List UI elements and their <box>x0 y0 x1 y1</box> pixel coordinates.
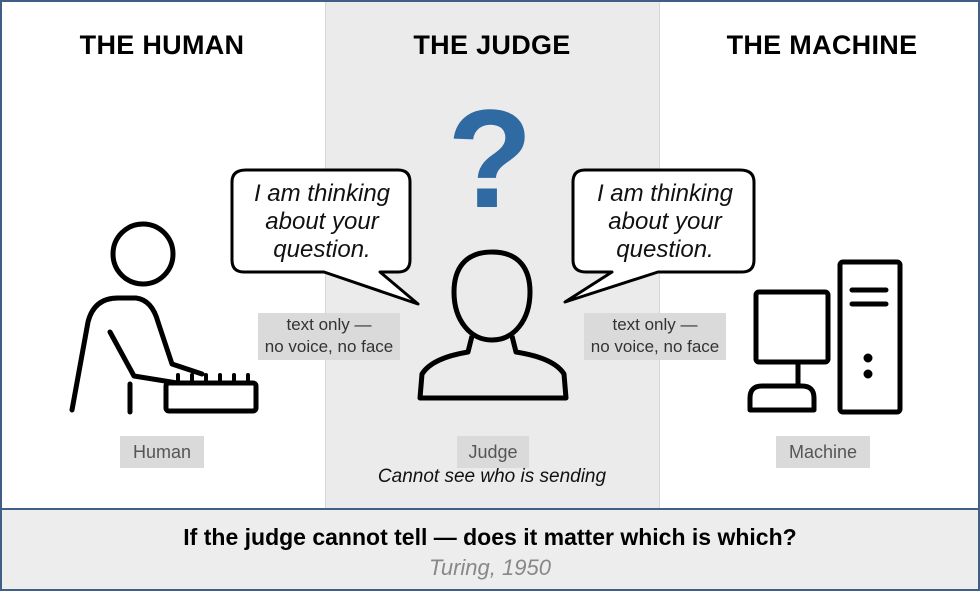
heading-human: THE HUMAN <box>79 30 245 60</box>
bubble-right-line2: about your <box>608 208 722 235</box>
label-human: Human <box>120 436 204 468</box>
bubble-left-line2: about your <box>265 208 379 235</box>
bubble-left-line1: I am thinking <box>253 180 391 207</box>
channel-tag-left-line1: text only — <box>286 315 372 334</box>
label-machine: Machine <box>776 436 870 468</box>
heading-machine: THE MACHINE <box>726 30 918 60</box>
human-at-keyboard-icon <box>69 221 259 415</box>
diagram-artwork: ? <box>69 80 903 415</box>
bubble-left-line3: question. <box>273 236 371 263</box>
channel-tag-right-line1: text only — <box>612 315 698 334</box>
channel-tag-left-line2: no voice, no face <box>264 337 394 356</box>
footer-citation: Turing, 1950 <box>429 555 551 580</box>
channel-tag-left: text only — no voice, no face <box>258 313 400 360</box>
bubble-right-text: I am thinking about your question. <box>575 180 755 264</box>
footer-question: If the judge cannot tell — does it matte… <box>183 524 797 550</box>
bubble-left-text: I am thinking about your question. <box>234 180 410 264</box>
speech-bubble-right <box>563 168 756 304</box>
bubble-right-line1: I am thinking <box>596 180 734 207</box>
label-judge: Judge <box>457 436 529 468</box>
judge-silhouette-icon <box>417 249 569 401</box>
question-mark-icon: ? <box>447 80 533 237</box>
bubble-right-line3: question. <box>616 236 714 263</box>
judge-caption: Cannot see who is sending <box>377 466 607 487</box>
channel-tag-right: text only — no voice, no face <box>584 313 726 360</box>
speech-bubble-left <box>230 168 420 306</box>
heading-judge: THE JUDGE <box>413 30 571 60</box>
footer: If the judge cannot tell — does it matte… <box>2 508 978 589</box>
channel-tag-right-line2: no voice, no face <box>590 337 720 356</box>
desktop-computer-icon <box>747 259 903 415</box>
